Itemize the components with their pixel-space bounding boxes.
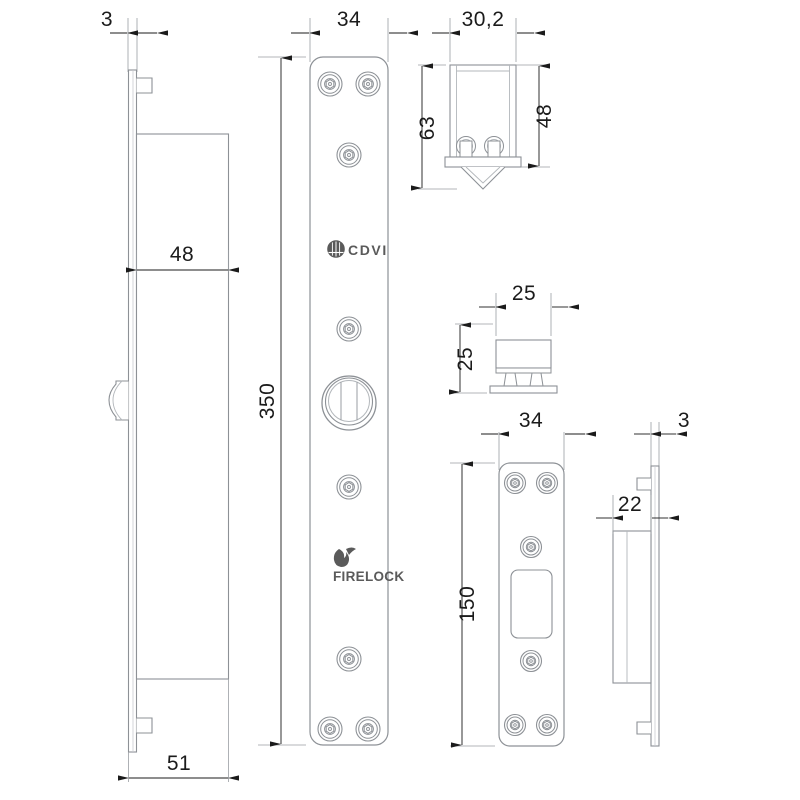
bolt-detail-view: 30,2 63: [411, 8, 556, 191]
strike-side-body: [612, 530, 652, 684]
strike-side-top-tab: [636, 477, 651, 491]
firelock-logo: FIRELOCK: [333, 547, 404, 584]
dim-label-150: 150: [456, 586, 479, 623]
strike-screw-upper-center: [519, 535, 543, 559]
dim-label-22: 22: [618, 493, 642, 516]
dim-depth-51: 51: [118, 679, 239, 782]
dim-label-51: 51: [167, 752, 191, 775]
cylinder-inner-ring: [328, 380, 370, 422]
dim-faceplate-height-350: 350: [256, 55, 306, 747]
left-faceplate-edge: [127, 69, 138, 753]
dim-label-350: 350: [256, 383, 279, 420]
strike-plate-side-view: 3 22: [596, 409, 690, 747]
left-side-view: 3 48 51: [101, 8, 239, 782]
strike-screw-bottom-right: [535, 713, 559, 737]
lock-cylinder: [321, 375, 377, 431]
sensor-detail-view: 25 25: [449, 282, 579, 395]
screw-bottom-left: [317, 716, 343, 742]
cdvi-logo: CDVI: [327, 240, 388, 258]
dim-label-34-strike: 34: [519, 409, 543, 432]
dim-bolt-total-height-63: 63: [411, 63, 457, 191]
dim-sensor-height-25: 25: [449, 322, 493, 395]
cdvi-logo-text: CDVI: [348, 242, 388, 258]
bolt-base-flange: [444, 156, 522, 168]
dim-thickness-3: 3: [101, 8, 168, 72]
screw-mid-upper: [336, 316, 362, 342]
sensor-leg-left: [503, 372, 518, 387]
dim-faceplate-width-34: 34: [291, 8, 418, 62]
sensor-body: [495, 339, 552, 369]
screw-top-left: [317, 71, 343, 97]
dim-label-3-strike: 3: [678, 409, 690, 432]
firelock-flame-tail-icon: [346, 547, 356, 555]
screw-lower-center: [336, 646, 362, 672]
dim-label-63: 63: [416, 116, 439, 140]
dim-bolt-width-30-2: 30,2: [432, 8, 545, 62]
screw-bottom-right: [355, 716, 381, 742]
screw-mid-lower: [336, 474, 362, 500]
dim-strike-depth-22: 22: [596, 493, 679, 534]
dim-label-48-bolt: 48: [533, 104, 556, 128]
strike-side-bottom-tab: [636, 721, 651, 735]
sensor-shoulder: [495, 367, 552, 374]
screw-top-right: [355, 71, 381, 97]
dim-label-48-left: 48: [170, 243, 194, 266]
bolt-pin-right: [484, 136, 504, 158]
left-bottom-tab: [136, 717, 153, 734]
bolt-pin-left: [456, 136, 476, 158]
strike-plate-front-view: 34 150: [450, 409, 596, 748]
strike-cutout: [510, 569, 553, 639]
dim-bolt-body-height-48: 48: [516, 63, 556, 169]
bolt-wedge-inner: [465, 166, 501, 184]
dim-sensor-width-25: 25: [479, 282, 579, 336]
dim-strike-height-150: 150: [450, 461, 495, 748]
left-lock-body: [135, 133, 230, 680]
dim-width-48: 48: [126, 243, 239, 273]
dim-label-34-front: 34: [337, 8, 361, 31]
front-faceplate-view: 34 CDVI: [256, 8, 418, 747]
left-bolt-protrusion: [108, 380, 129, 421]
sensor-base-plate: [489, 385, 558, 394]
strike-screw-lower-center: [519, 649, 543, 673]
dim-strike-thickness-3: 3: [634, 409, 690, 470]
dim-strike-width-34: 34: [481, 409, 596, 470]
dim-label-25-height: 25: [454, 347, 477, 371]
strike-screw-top-right: [535, 471, 559, 495]
firelock-flame-icon: [333, 549, 350, 567]
dim-label-30-2: 30,2: [462, 8, 505, 31]
left-bolt-inner-curve: [112, 380, 123, 421]
sensor-leg-right: [529, 372, 544, 387]
dim-label-3-left: 3: [101, 8, 113, 31]
left-top-tab: [136, 77, 153, 94]
dim-label-25-width: 25: [512, 282, 536, 305]
firelock-logo-text: FIRELOCK: [333, 569, 404, 584]
strike-screw-bottom-left: [503, 713, 527, 737]
strike-screw-top-left: [503, 471, 527, 495]
screw-upper-center: [336, 142, 362, 168]
